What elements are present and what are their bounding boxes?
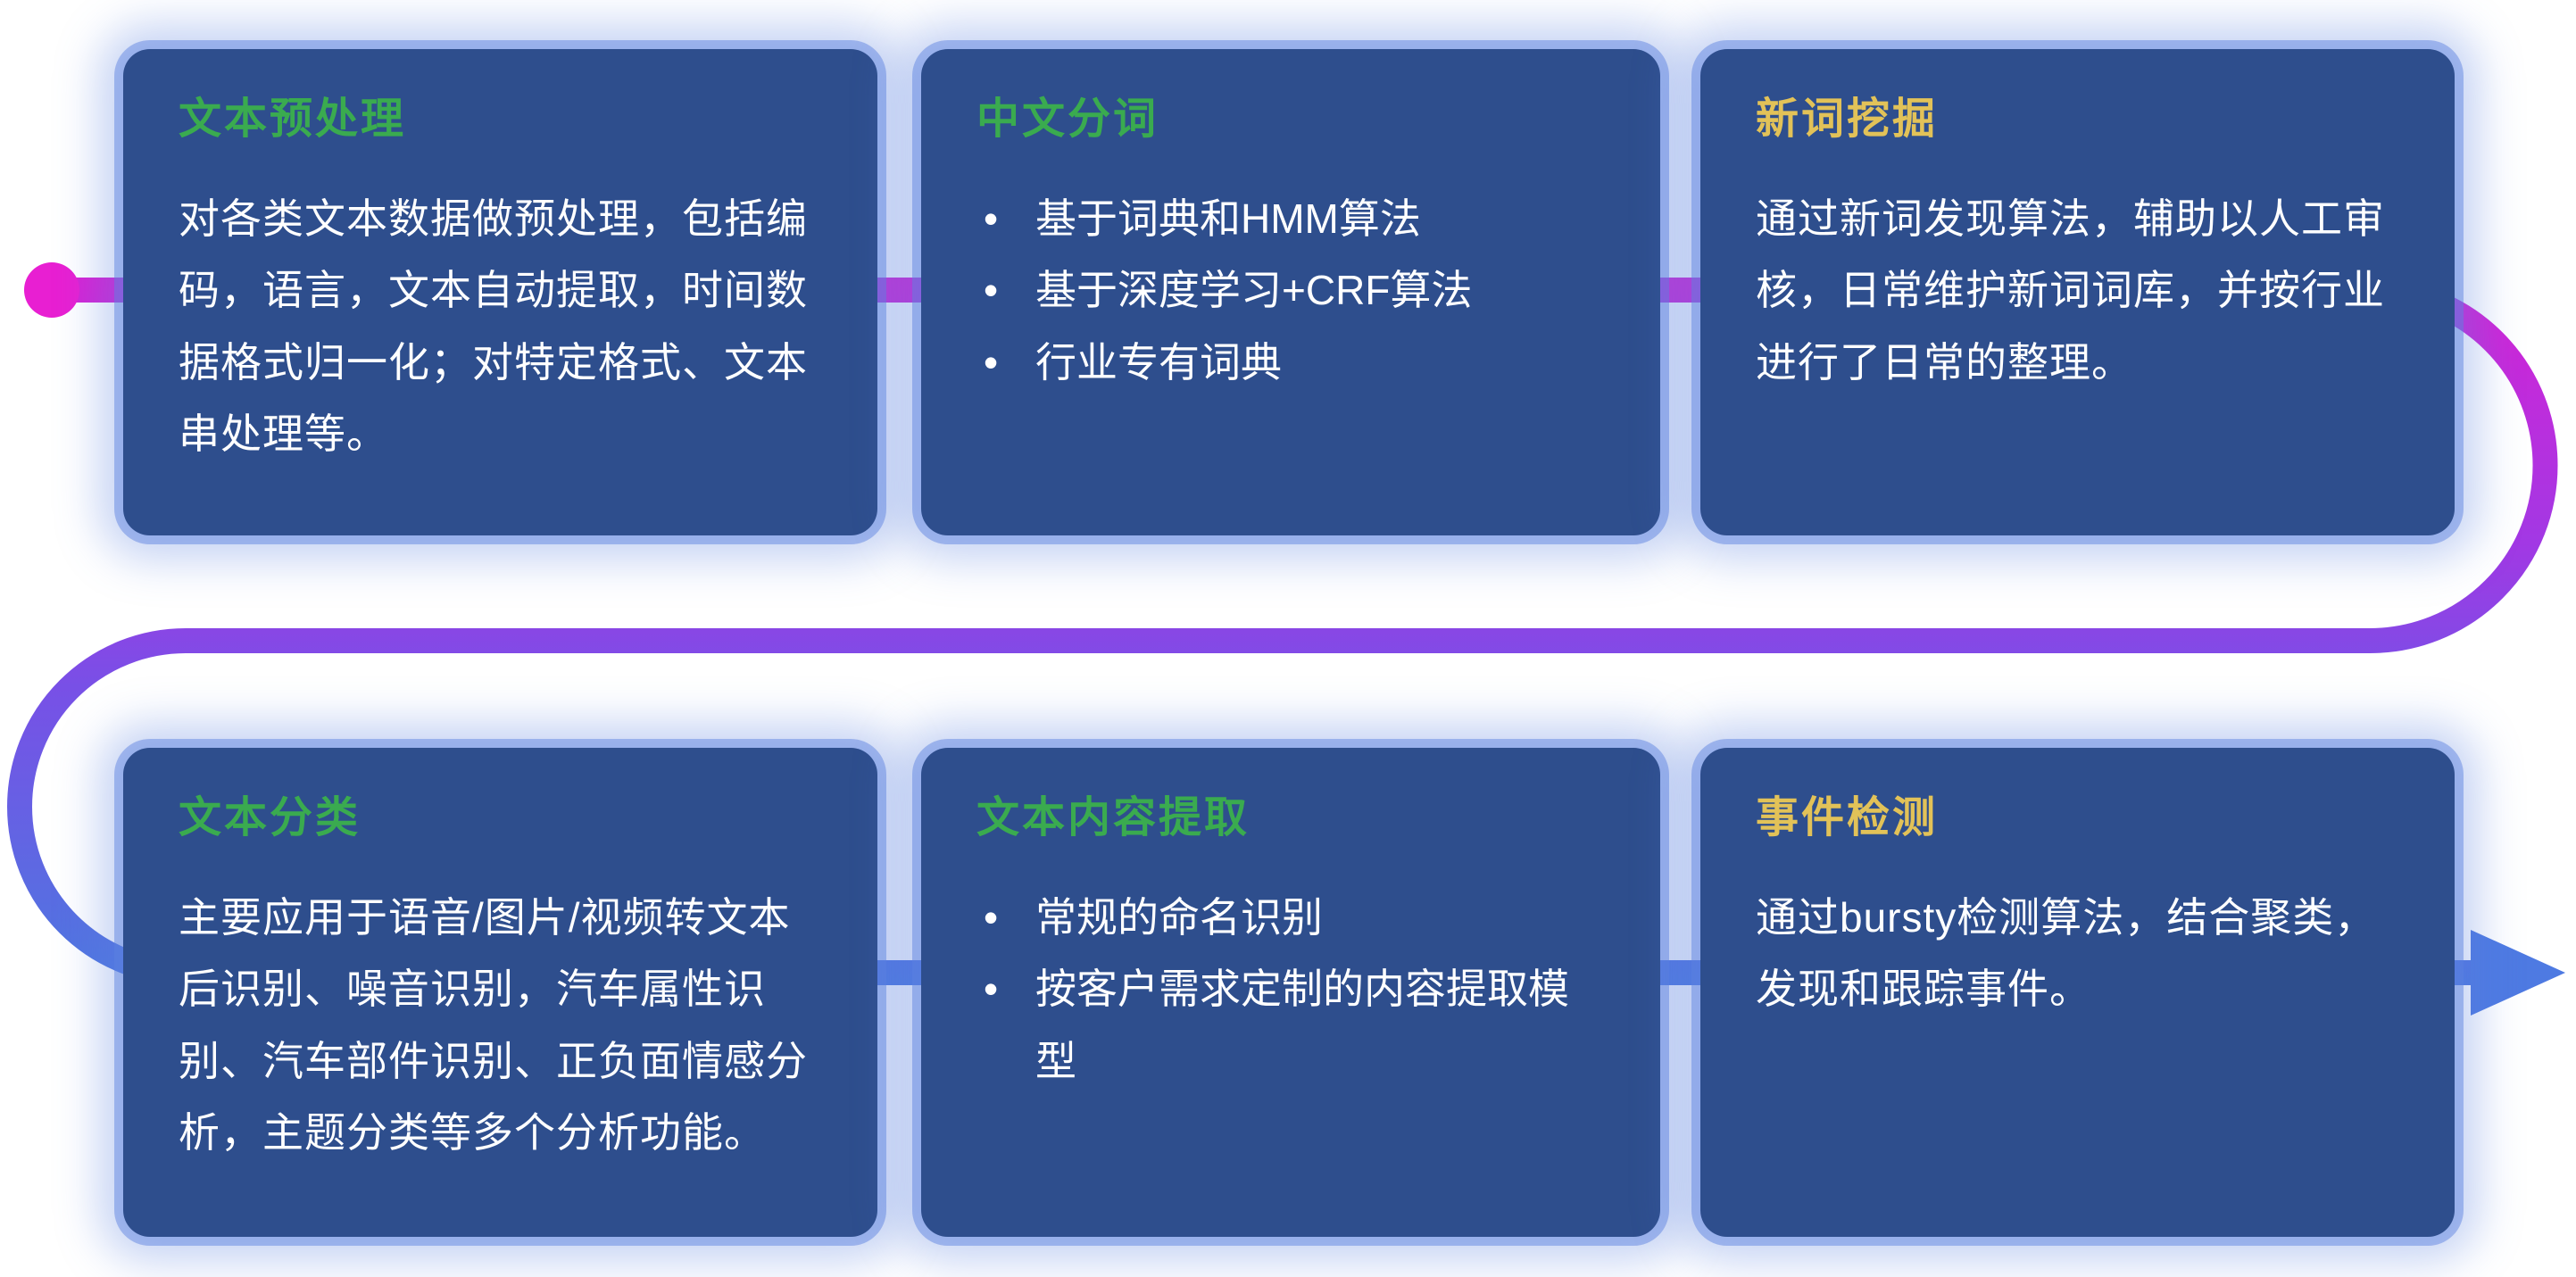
card-chinese-word-segmentation: 中文分词 基于词典和HMM算法 基于深度学习+CRF算法 行业专有词典 [921, 49, 1660, 535]
card-title: 文本分类 [179, 794, 361, 842]
bullet-item: 按客户需求定制的内容提取模型 [976, 953, 1605, 1097]
card-title: 中文分词 [976, 95, 1159, 143]
bullet-list: 基于词典和HMM算法 基于深度学习+CRF算法 行业专有词典 [976, 183, 1605, 399]
bullet-item: 基于深度学习+CRF算法 [976, 254, 1605, 327]
bullet-item: 行业专有词典 [976, 327, 1605, 399]
card-body: 对各类文本数据做预处理，包括编码，语言，文本自动提取，时间数据格式归一化；对特定… [179, 195, 808, 458]
bullet-item: 常规的命名识别 [976, 882, 1605, 954]
card-title: 新词挖掘 [1756, 95, 1939, 143]
card-title: 文本预处理 [179, 95, 407, 143]
flow-arrow-right-icon [2471, 930, 2565, 1016]
bullet-item: 基于词典和HMM算法 [976, 183, 1605, 255]
card-text-classification: 文本分类 主要应用于语音/图片/视频转文本后识别、噪音识别，汽车属性识别、汽车部… [123, 748, 877, 1237]
flow-path [7, 278, 2558, 985]
card-title: 事件检测 [1756, 794, 1939, 842]
card-new-word-mining: 新词挖掘 通过新词发现算法，辅助以人工审核，日常维护新词词库，并按行业进行了日常… [1700, 49, 2455, 535]
bullet-list: 常规的命名识别 按客户需求定制的内容提取模型 [976, 882, 1605, 1098]
flow-start-dot [24, 262, 79, 318]
card-body: 主要应用于语音/图片/视频转文本后识别、噪音识别，汽车属性识别、汽车部件识别、正… [179, 893, 808, 1157]
card-body: 通过bursty检测算法，结合聚类，发现和跟踪事件。 [1756, 893, 2377, 1013]
card-text-content-extraction: 文本内容提取 常规的命名识别 按客户需求定制的内容提取模型 [921, 748, 1660, 1237]
card-text-preprocessing: 文本预处理 对各类文本数据做预处理，包括编码，语言，文本自动提取，时间数据格式归… [123, 49, 877, 535]
card-title: 文本内容提取 [976, 794, 1251, 842]
card-event-detection: 事件检测 通过bursty检测算法，结合聚类，发现和跟踪事件。 [1700, 748, 2455, 1237]
card-body: 通过新词发现算法，辅助以人工审核，日常维护新词词库，并按行业进行了日常的整理。 [1756, 195, 2385, 386]
